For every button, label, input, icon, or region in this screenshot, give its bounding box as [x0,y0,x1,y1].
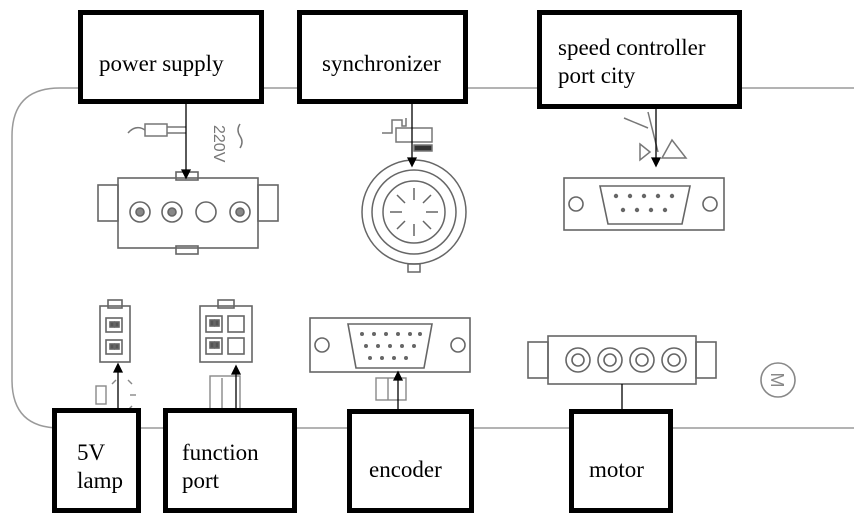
encoder-db15-connector [309,317,471,373]
leader-lines [112,104,662,409]
motor-symbol-icon: M [760,362,796,398]
power-plug-icon [127,123,186,137]
motor-label: motor [569,409,673,513]
lamp-connector [99,299,131,363]
motor-connector [527,335,717,385]
encoder-label: encoder [347,409,474,513]
function-port-connector [199,299,253,363]
lamp-text-line2: lamp [77,468,123,493]
encoder-text: encoder [369,457,442,482]
speed-controller-db9-connector [563,177,725,231]
synchronizer-text: synchronizer [322,51,441,76]
speed-controller-text-line2: port city [558,63,636,88]
power-supply-connector [97,171,279,255]
motor-symbol-text: M [767,373,787,388]
lamp-icon [95,379,136,411]
lamp-text-line1: 5V [77,440,106,465]
power-supply-label: power supply [78,10,264,104]
function-port-text-line2: port [182,468,220,493]
encoder-icon [375,377,407,401]
panel-outline [11,87,854,429]
function-port-text-line1: function [182,440,259,465]
motor-text: motor [589,457,644,482]
synchronizer-plug-icon [382,118,433,152]
lamp-label: 5V lamp [52,408,141,513]
speed-controller-icon [623,111,688,162]
voltage-marking: 220V [210,125,227,163]
speed-controller-text-line1: speed controller [558,35,706,60]
synchronizer-label: synchronizer [297,10,468,104]
synchronizer-din-connector [361,159,467,273]
ac-wave-icon [237,123,243,149]
speed-controller-label: speed controller port city [537,10,742,109]
function-port-label: function port [163,408,297,513]
power-supply-text: power supply [99,51,224,76]
